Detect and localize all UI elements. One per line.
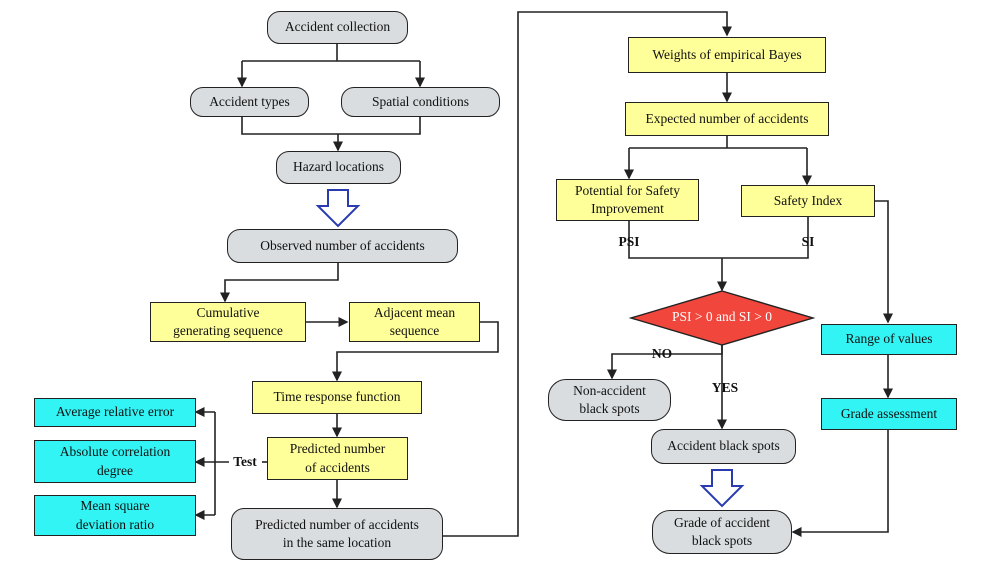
node-grade-black-spots: Grade of accident black spots: [652, 510, 792, 554]
node-predicted-same-location: Predicted number of accidents in the sam…: [231, 508, 443, 560]
node-predicted-line1: Predicted number: [289, 441, 386, 457]
node-grade-black-line1: Grade of accident: [674, 514, 770, 530]
arrow-safety-to-range: [875, 200, 893, 324]
node-abs-corr-line1: Absolute correlation: [59, 444, 171, 460]
node-predicted-same-line2: in the same location: [282, 535, 392, 550]
edge-psi-down: [628, 216, 809, 259]
arrow-adjacent-to-time: [332, 321, 499, 382]
node-spatial-conditions-label: Spatial conditions: [371, 93, 470, 109]
node-accident-types: Accident types: [190, 87, 309, 117]
decision-label: PSI > 0 and SI > 0: [672, 309, 772, 324]
decision-diamond: [628, 290, 816, 346]
node-predicted-number: Predicted number of accidents: [267, 437, 408, 480]
node-hazard-locations: Hazard locations: [276, 151, 401, 184]
node-non-accident-black-spots: Non-accident black spots: [548, 379, 671, 421]
node-spatial-conditions: Spatial conditions: [341, 87, 500, 117]
node-accident-types-label: Accident types: [209, 93, 290, 109]
node-accident-collection-label: Accident collection: [284, 19, 391, 35]
node-cumulative-sequence: Cumulative generating sequence: [150, 302, 306, 342]
node-msd-line2: deviation ratio: [75, 516, 155, 532]
label-yes: YES: [711, 380, 739, 395]
node-grade-assessment-label: Grade assessment: [840, 405, 938, 421]
node-weights-eb-label: Weights of empirical Bayes: [652, 46, 802, 62]
node-psi-line1: Potential for Safety: [575, 182, 680, 198]
node-non-black-line2: black spots: [579, 401, 640, 416]
node-expected-number: Expected number of accidents: [625, 102, 829, 136]
node-safety-index: Safety Index: [741, 185, 875, 217]
node-range-of-values: Range of values: [821, 324, 957, 355]
hollow-arrow-hazard-to-observed: [315, 189, 361, 228]
node-predicted-line2: of accidents: [305, 459, 370, 475]
node-safety-index-label: Safety Index: [773, 192, 843, 208]
node-time-response-label: Time response function: [273, 389, 401, 405]
node-accident-collection: Accident collection: [267, 11, 408, 44]
node-average-relative-error: Average relative error: [34, 398, 196, 427]
node-black-spots-label: Accident black spots: [667, 438, 780, 454]
label-no: NO: [651, 346, 673, 361]
arrow-grade-to-blackgrade: [791, 430, 889, 537]
node-grade-black-line2: black spots: [691, 533, 753, 548]
node-mean-square-deviation: Mean square deviation ratio: [34, 495, 196, 536]
node-abs-corr-line2: degree: [97, 462, 133, 478]
edge-merge-hazard: [241, 116, 421, 135]
node-cumulative-line2: generating sequence: [173, 323, 283, 338]
node-adjacent-mean: Adjacent mean sequence: [349, 302, 480, 342]
node-range-values-label: Range of values: [845, 331, 933, 347]
node-observed-number: Observed number of accidents: [227, 229, 458, 263]
node-psi-line2: Improvement: [591, 201, 664, 216]
node-potential-safety-improvement: Potential for Safety Improvement: [556, 179, 699, 221]
node-msd-line1: Mean square: [80, 498, 150, 514]
node-grade-assessment: Grade assessment: [821, 398, 957, 430]
node-time-response: Time response function: [252, 381, 422, 414]
label-psi: PSI: [618, 234, 640, 249]
node-average-relative-error-label: Average relative error: [55, 404, 175, 420]
arrow-observed-to-cumulative: [220, 263, 339, 303]
node-predicted-same-line1: Predicted number of accidents: [255, 516, 419, 532]
node-adjacent-line1: Adjacent mean: [373, 304, 456, 320]
node-observed-number-label: Observed number of accidents: [260, 237, 425, 253]
hollow-arrow-black-to-grade: [699, 469, 745, 508]
node-cumulative-line1: Cumulative: [196, 304, 260, 320]
edge-collection-split: [242, 44, 420, 62]
edge-expected-split: [629, 136, 807, 149]
node-adjacent-line2: sequence: [389, 323, 440, 338]
label-si: SI: [801, 234, 815, 249]
node-non-black-line1: Non-accident: [573, 382, 646, 398]
node-absolute-correlation: Absolute correlation degree: [34, 440, 196, 483]
node-accident-black-spots: Accident black spots: [651, 429, 796, 464]
node-weights-empirical-bayes: Weights of empirical Bayes: [628, 37, 826, 73]
node-expected-number-label: Expected number of accidents: [645, 110, 809, 126]
arrow-same-to-weights: [443, 11, 732, 537]
node-hazard-locations-label: Hazard locations: [292, 159, 385, 175]
label-test: Test: [233, 454, 257, 469]
